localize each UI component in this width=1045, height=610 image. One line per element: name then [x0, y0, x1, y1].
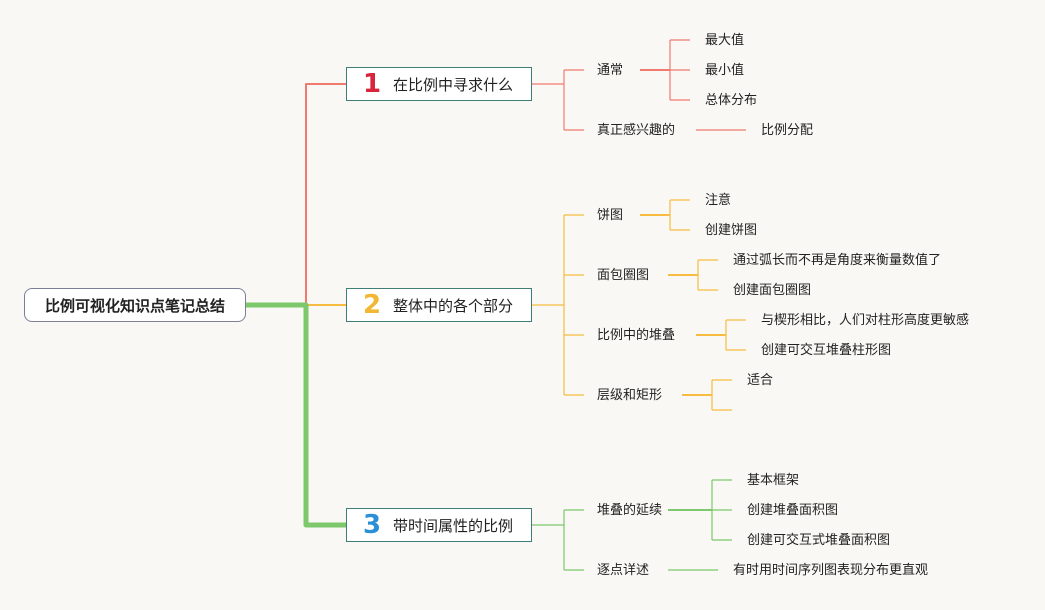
- leaf-label[interactable]: 适合: [747, 373, 774, 388]
- leaf-label[interactable]: 创建可交互堆叠柱形图: [761, 343, 892, 358]
- connector-line: [712, 479, 732, 541]
- leaf-label[interactable]: 通过弧长而不再是角度来衡量数值了: [733, 253, 942, 268]
- leaf-label[interactable]: 与楔形相比，人们对柱形高度更敏感: [761, 313, 970, 328]
- subtopic-label[interactable]: 比例中的堆叠: [597, 328, 676, 343]
- leaf-label[interactable]: 比例分配: [761, 123, 814, 138]
- topic-label-3: 带时间属性的比例: [393, 516, 514, 535]
- leaf-label[interactable]: 最大值: [705, 33, 745, 48]
- leaf-label[interactable]: 注意: [705, 193, 732, 208]
- connector-line: [670, 39, 690, 101]
- topic-number-3: 3: [362, 510, 382, 540]
- connector-line: [669, 199, 690, 231]
- topic-node-3[interactable]: 3 带时间属性的比例: [346, 508, 532, 542]
- topic-label-1: 在比例中寻求什么: [393, 75, 514, 94]
- connector-line: [725, 319, 746, 351]
- connector-line: [564, 509, 584, 571]
- connector-line: [246, 302, 346, 528]
- subtopic-label[interactable]: 饼图: [597, 208, 624, 223]
- root-label: 比例可视化知识点笔记总结: [44, 296, 225, 315]
- subtopic-label[interactable]: 通常: [597, 63, 624, 78]
- leaf-label[interactable]: 创建可交互式堆叠面积图: [747, 533, 891, 548]
- topic-node-2[interactable]: 2 整体中的各个部分: [346, 288, 532, 322]
- leaf-label[interactable]: 最小值: [705, 63, 745, 78]
- leaf-label[interactable]: 总体分布: [705, 93, 758, 108]
- connector-line: [564, 69, 584, 131]
- subtopic-label[interactable]: 层级和矩形: [597, 388, 663, 403]
- leaf-label[interactable]: 创建饼图: [705, 223, 758, 238]
- leaf-label[interactable]: 基本框架: [747, 473, 800, 488]
- connector-line: [305, 83, 346, 305]
- subtopic-label[interactable]: 面包圈图: [597, 268, 650, 283]
- subtopic-label[interactable]: 真正感兴趣的: [597, 123, 676, 138]
- leaf-label[interactable]: 创建面包圈图: [733, 283, 812, 298]
- topic-label-2: 整体中的各个部分: [393, 296, 514, 315]
- connector-line: [697, 259, 718, 291]
- connector-line: [711, 379, 732, 411]
- topic-node-1[interactable]: 1 在比例中寻求什么: [346, 67, 532, 101]
- topic-number-2: 2: [362, 290, 382, 320]
- topic-number-1: 1: [362, 69, 382, 99]
- subtopic-label[interactable]: 堆叠的延续: [597, 503, 663, 518]
- subtopic-label[interactable]: 逐点详述: [597, 563, 650, 578]
- connector-line: [564, 214, 584, 396]
- root-node[interactable]: 比例可视化知识点笔记总结: [24, 288, 246, 322]
- leaf-label[interactable]: 创建堆叠面积图: [747, 503, 839, 518]
- leaf-label[interactable]: 有时用时间序列图表现分布更直观: [733, 563, 929, 578]
